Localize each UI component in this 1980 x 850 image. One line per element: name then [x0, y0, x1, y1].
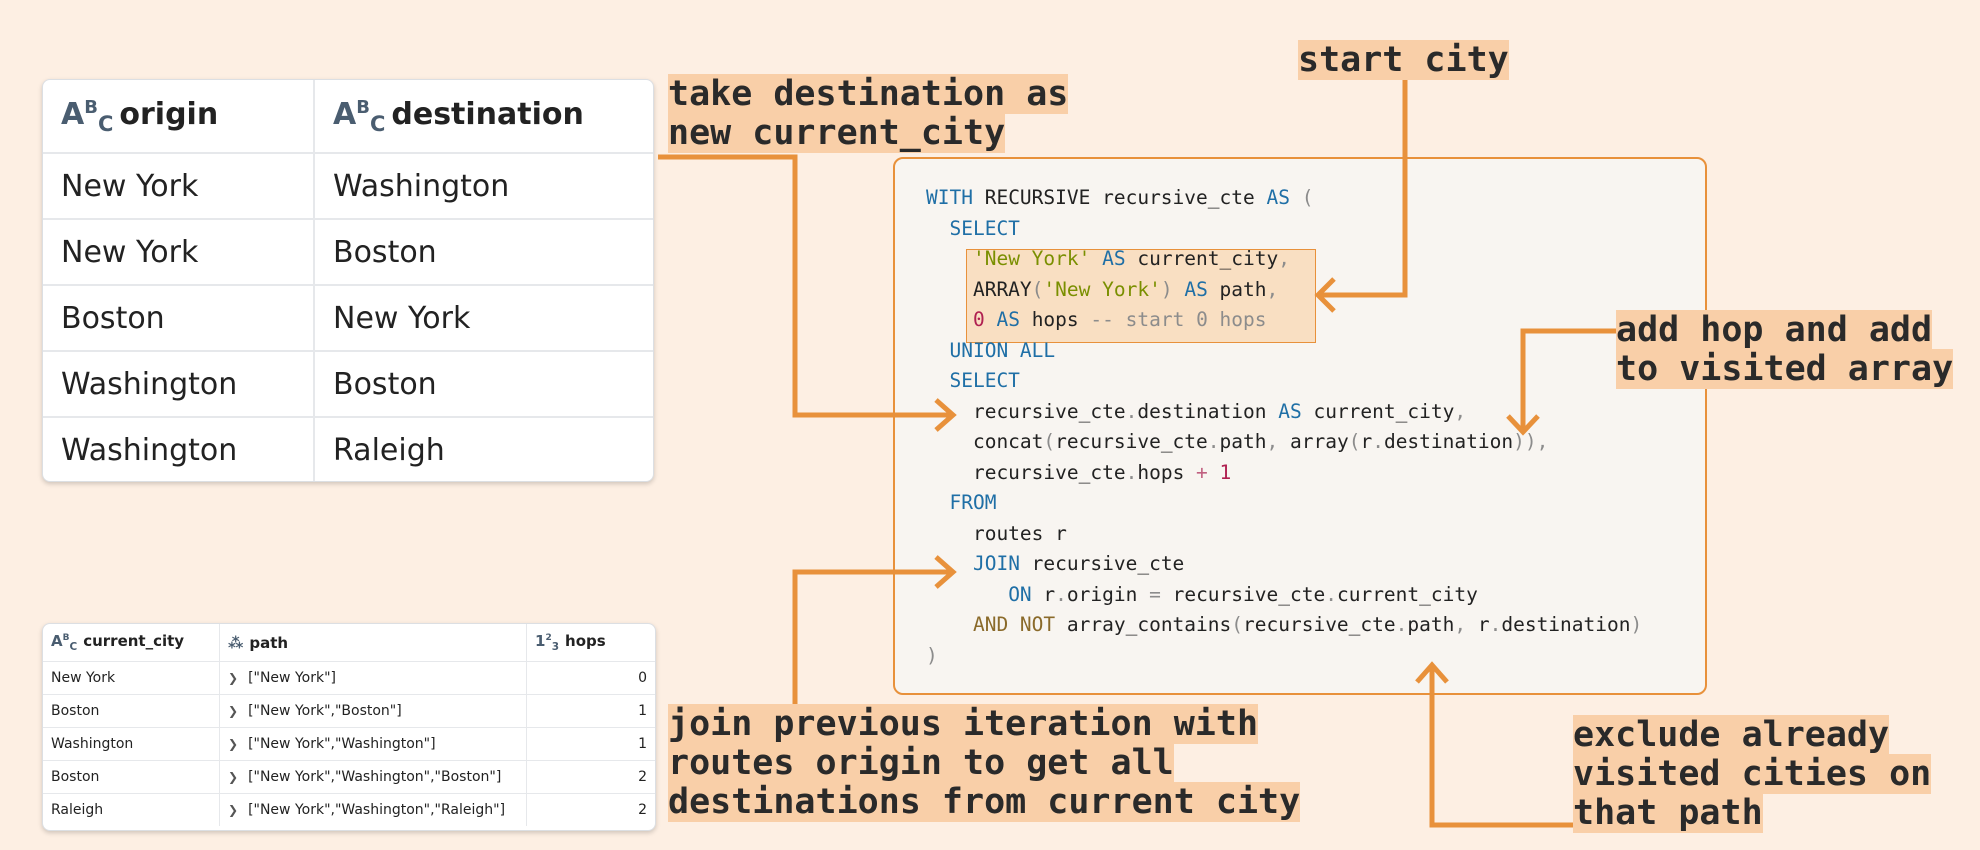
arrowhead-take-destination — [934, 398, 957, 432]
table-row: Raleigh ❯["New York","Washington","Ralei… — [43, 793, 655, 826]
hops-cell: 1 — [526, 694, 655, 728]
arrow-add-hop — [1520, 328, 1617, 432]
annotation-start-city: start city — [1298, 40, 1509, 80]
arrow-exclude-visited — [1429, 666, 1575, 828]
expand-chevron-icon[interactable]: ❯ — [228, 770, 239, 784]
destination-cell: Washington — [314, 153, 653, 220]
table-row: New York ❯["New York"] 0 — [43, 661, 655, 695]
hops-cell: 2 — [638, 802, 647, 818]
current-city-cell: Raleigh — [43, 793, 220, 826]
origin-cell: New York — [43, 153, 315, 220]
path-cell: ❯["New York","Boston"] — [219, 694, 527, 728]
expand-chevron-icon[interactable]: ❯ — [228, 704, 239, 718]
path-cell: ❯["New York","Washington","Boston"] — [219, 760, 527, 794]
struct-type-icon: ⁂ — [228, 633, 244, 652]
hops-cell: 1 — [526, 727, 655, 761]
string-type-icon: ABC — [333, 96, 386, 136]
origin-cell: Washington — [43, 417, 315, 481]
expand-chevron-icon[interactable]: ❯ — [228, 737, 239, 751]
annotation-add-hop: add hop and add to visited array — [1616, 310, 1954, 389]
current-city-cell: Washington — [43, 727, 220, 761]
destination-cell: Raleigh — [333, 432, 445, 468]
arrow-join-previous — [792, 569, 950, 707]
destination-cell: Boston — [314, 351, 653, 418]
annotation-take-destination: take destination as new current_city — [668, 74, 1069, 153]
annotation-join-previous: join previous iteration with routes orig… — [668, 704, 1301, 822]
table-row: Boston ❯["New York","Boston"] 1 — [43, 694, 655, 728]
arrowhead-join-previous — [934, 555, 957, 589]
arrowhead-start-city — [1314, 277, 1336, 313]
arrowhead-exclude-visited — [1415, 661, 1449, 684]
string-type-icon: ABC — [51, 632, 78, 653]
table-row: Washington Raleigh — [43, 417, 653, 481]
origin-cell: Washington — [43, 351, 315, 418]
current-city-cell: Boston — [43, 760, 220, 794]
path-cell: ❯["New York","Washington","Raleigh"] — [219, 793, 527, 826]
current-city-cell: Boston — [43, 694, 220, 728]
table-row: Boston ❯["New York","Washington","Boston… — [43, 760, 655, 794]
column-header-path[interactable]: ⁂path — [219, 624, 527, 662]
current-city-cell: New York — [43, 661, 220, 695]
table-row: Washington ❯["New York","Washington"] 1 — [43, 727, 655, 761]
origin-cell: Boston — [43, 285, 315, 352]
arrowhead-add-hop — [1506, 414, 1540, 436]
recursive-cte-sql: WITH RECURSIVE recursive_cte AS ( SELECT… — [926, 186, 1643, 667]
path-cell: ❯["New York"] — [219, 661, 527, 695]
origin-cell: New York — [43, 219, 315, 286]
integer-type-icon: 123 — [535, 632, 560, 653]
string-type-icon: ABC — [61, 96, 114, 136]
annotation-exclude-visited: exclude already visited cities on that p… — [1573, 715, 1932, 833]
hops-cell: 0 — [526, 661, 655, 695]
expand-chevron-icon[interactable]: ❯ — [228, 803, 239, 817]
path-cell: ❯["New York","Washington"] — [219, 727, 527, 761]
anchor-member-highlight — [966, 249, 1316, 343]
expand-chevron-icon[interactable]: ❯ — [228, 671, 239, 685]
arrow-start-city — [1320, 76, 1408, 298]
destination-cell: Boston — [314, 219, 653, 286]
arrow-take-destination — [658, 154, 950, 418]
destination-cell: New York — [314, 285, 653, 352]
hops-cell: 2 — [526, 760, 655, 794]
sql-code-panel — [893, 157, 1707, 695]
